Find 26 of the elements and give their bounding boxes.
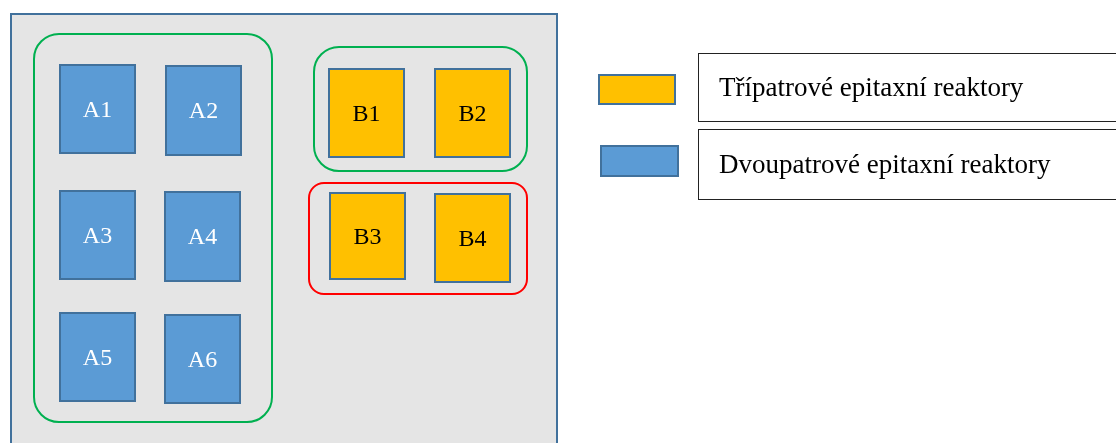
reactor-label: A6 [187, 345, 218, 373]
reactor-label: A2 [188, 97, 219, 124]
reactor-label: B4 [458, 224, 487, 252]
legend-label: Třípatrové epitaxní reaktory [698, 53, 1116, 122]
reactor-box [434, 68, 511, 158]
legend-label: Dvoupatrové epitaxní reaktory [698, 129, 1116, 200]
reactor-box [328, 68, 405, 158]
group-outline [313, 46, 528, 172]
reactor-label: A5 [82, 343, 113, 371]
reactor-label: A4 [187, 223, 218, 250]
reactor-box [329, 192, 406, 280]
reactor-box [164, 314, 241, 404]
reactor-label: B1 [352, 99, 381, 127]
reactor-box [59, 64, 136, 154]
background-panel [10, 13, 558, 443]
reactor-label: A1 [82, 95, 113, 123]
reactor-box [164, 191, 241, 282]
group-outline [33, 33, 273, 423]
group-outline [308, 182, 528, 295]
reactor-box [59, 190, 136, 280]
reactor-label: B3 [353, 222, 382, 250]
reactor-box [434, 193, 511, 283]
reactor-box [59, 312, 136, 402]
reactor-label: A3 [82, 221, 113, 249]
reactor-box [165, 65, 242, 156]
reactor-label: B2 [458, 99, 487, 127]
